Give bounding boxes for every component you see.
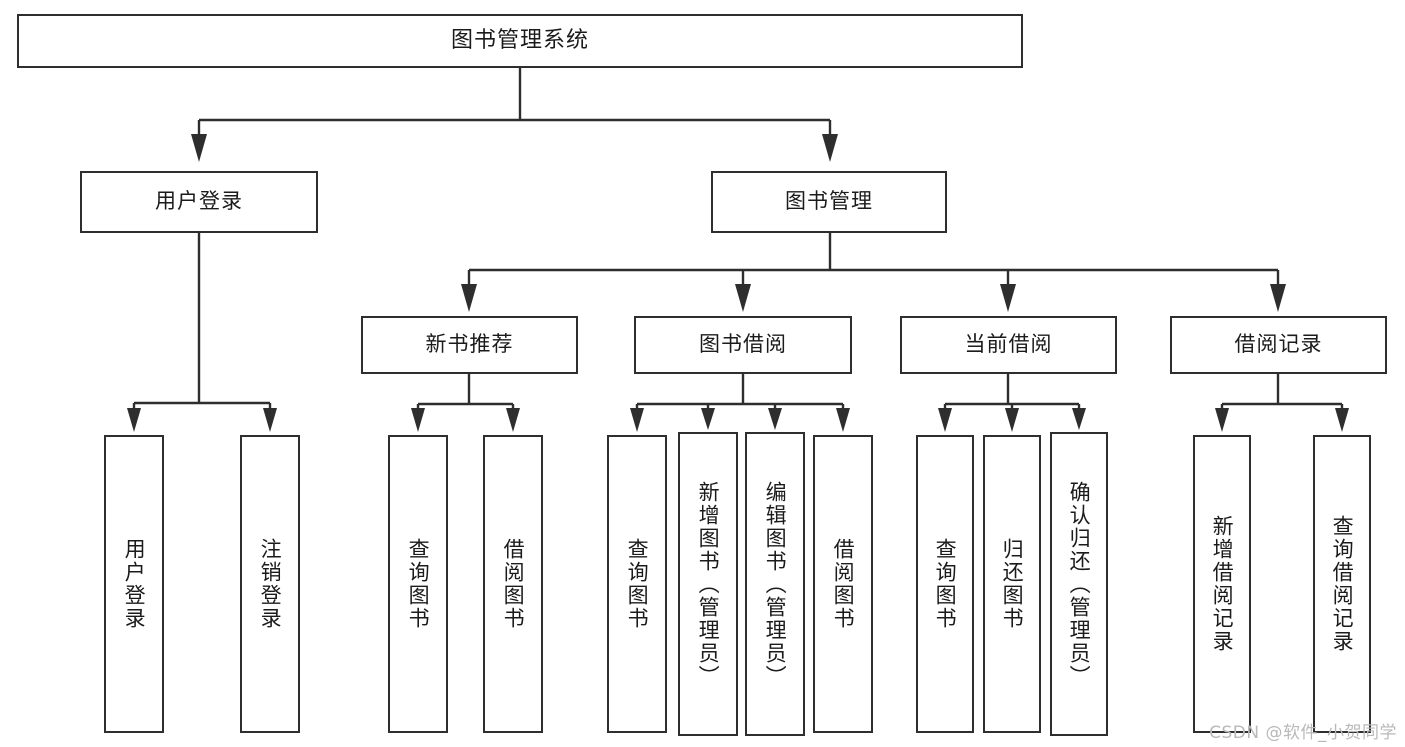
arrowhead-leaf-9 <box>938 408 952 432</box>
arrowhead-leaf-13 <box>1335 408 1349 432</box>
arrowhead-leaf-4 <box>506 408 520 432</box>
leaf-query-borrow-record-label: 查询借阅记录 <box>1330 515 1355 653</box>
leaf-edit-book-admin[interactable]: 编辑图书（管理员） <box>745 432 805 736</box>
node-book-borrow-label: 图书借阅 <box>699 332 787 357</box>
arrowhead-newbook <box>461 284 477 312</box>
arrowhead-leaf-5 <box>630 408 644 432</box>
arrowhead-leaf-6 <box>701 408 715 430</box>
leaf-confirm-return-admin-label: 确认归还（管理员） <box>1067 480 1092 688</box>
leaf-return-book[interactable]: 归还图书 <box>983 435 1041 733</box>
leaf-borrow-book-recommend-label: 借阅图书 <box>501 538 526 630</box>
watermark: CSDN @软件_小贺同学 <box>1209 723 1397 743</box>
node-book-management[interactable]: 图书管理 <box>711 171 947 233</box>
arrowhead-leaf-10 <box>1005 408 1019 432</box>
node-new-book-recommend[interactable]: 新书推荐 <box>361 316 578 374</box>
arrowhead-leaf-2 <box>263 408 277 432</box>
leaf-query-book-recommend[interactable]: 查询图书 <box>388 435 448 733</box>
arrowhead-current <box>1000 284 1016 312</box>
leaf-edit-book-admin-label: 编辑图书（管理员） <box>763 480 788 688</box>
leaf-user-logout[interactable]: 注销登录 <box>240 435 300 733</box>
leaf-borrow-book[interactable]: 借阅图书 <box>813 435 873 733</box>
leaf-return-book-label: 归还图书 <box>1000 538 1025 630</box>
leaf-confirm-return-admin[interactable]: 确认归还（管理员） <box>1050 432 1108 736</box>
arrowhead-leaf-1 <box>127 408 141 432</box>
node-borrow-record[interactable]: 借阅记录 <box>1170 316 1387 374</box>
leaf-add-book-admin[interactable]: 新增图书（管理员） <box>678 432 738 736</box>
leaf-user-login-label: 用户登录 <box>122 538 147 630</box>
leaf-query-book-current-label: 查询图书 <box>933 538 958 630</box>
node-book-management-label: 图书管理 <box>785 189 873 214</box>
arrowhead-leaf-12 <box>1215 408 1229 432</box>
leaf-add-borrow-record[interactable]: 新增借阅记录 <box>1193 435 1251 733</box>
leaf-query-book-recommend-label: 查询图书 <box>406 538 431 630</box>
leaf-borrow-book-recommend[interactable]: 借阅图书 <box>483 435 543 733</box>
node-root[interactable]: 图书管理系统 <box>17 14 1023 68</box>
node-borrow-record-label: 借阅记录 <box>1234 332 1323 357</box>
leaf-user-login[interactable]: 用户登录 <box>104 435 164 733</box>
node-book-borrow[interactable]: 图书借阅 <box>634 316 852 374</box>
arrowhead-book-manage <box>822 134 838 162</box>
arrowhead-borrow <box>735 284 751 312</box>
leaf-query-book-current[interactable]: 查询图书 <box>916 435 974 733</box>
node-current-borrow-label: 当前借阅 <box>964 332 1053 357</box>
leaf-query-book-borrow[interactable]: 查询图书 <box>607 435 667 733</box>
leaf-add-book-admin-label: 新增图书（管理员） <box>696 480 721 688</box>
arrowhead-leaf-7 <box>768 408 782 430</box>
node-user-login-label: 用户登录 <box>155 189 243 214</box>
leaf-add-borrow-record-label: 新增借阅记录 <box>1210 515 1235 653</box>
arrowhead-leaf-8 <box>836 408 850 432</box>
arrowhead-leaf-11 <box>1072 408 1086 430</box>
arrowhead-user-login <box>191 134 207 162</box>
leaf-query-borrow-record[interactable]: 查询借阅记录 <box>1313 435 1371 733</box>
node-new-book-recommend-label: 新书推荐 <box>425 332 514 357</box>
arrowhead-record <box>1270 284 1286 312</box>
leaf-query-book-borrow-label: 查询图书 <box>625 538 650 630</box>
node-user-login[interactable]: 用户登录 <box>80 171 318 233</box>
node-current-borrow[interactable]: 当前借阅 <box>900 316 1117 374</box>
arrowhead-leaf-3 <box>411 408 425 432</box>
node-root-label: 图书管理系统 <box>450 27 589 53</box>
leaf-user-logout-label: 注销登录 <box>258 538 283 630</box>
leaf-borrow-book-label: 借阅图书 <box>831 538 856 630</box>
